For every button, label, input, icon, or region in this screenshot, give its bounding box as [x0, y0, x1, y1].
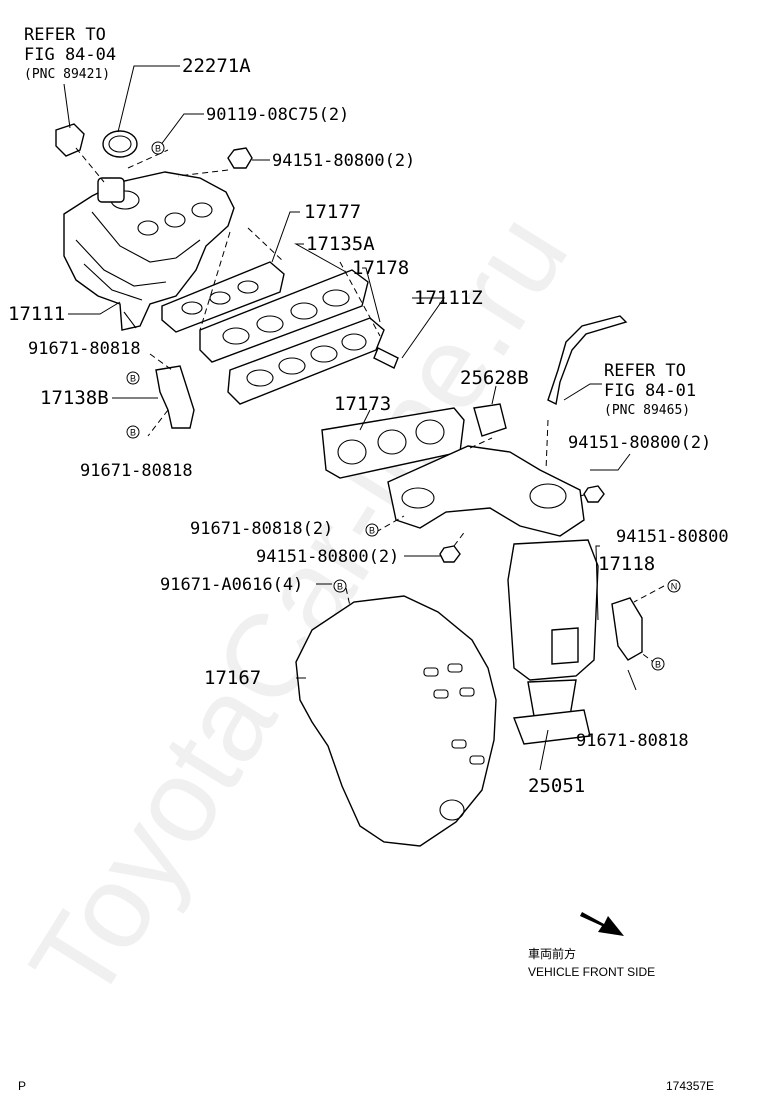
direction-en: VEHICLE FRONT SIDE [528, 965, 655, 979]
ref1-line3: (PNC 89421) [24, 67, 110, 82]
nut-icon [227, 147, 253, 169]
label-90119-08C75: 90119-08C75(2) [206, 105, 349, 125]
direction-arrow-icon [580, 912, 624, 936]
svg-text:B: B [369, 526, 375, 536]
label-94151-80800-mid: 94151-80800(2) [256, 547, 399, 567]
badge-b-91671b: B [126, 425, 140, 439]
svg-text:B: B [655, 660, 661, 670]
label-17178: 17178 [352, 257, 409, 279]
nut-icon [583, 485, 605, 503]
ref1-line1: REFER TO [24, 25, 106, 45]
heat-insulator-17167 [295, 595, 497, 847]
label-17138B: 17138B [40, 387, 109, 409]
exhaust-manifold-17111 [63, 171, 235, 331]
ref1-line2: FIG 84-04 [24, 45, 116, 65]
label-91671-80818-d: 91671-80818 [576, 731, 689, 751]
gasket-ring-22271A [102, 130, 138, 158]
label-91671-80818-b: 91671-80818 [80, 461, 193, 481]
oxygen-sensor [547, 315, 628, 406]
badge-b-91671d: B [651, 657, 665, 671]
flange-25051 [513, 709, 591, 745]
label-25628B: 25628B [460, 367, 529, 389]
ref2-line3: (PNC 89465) [604, 403, 690, 418]
label-91671-80818-a: 91671-80818 [28, 339, 141, 359]
ref2-line2: FIG 84-01 [604, 381, 696, 401]
label-17135A: 17135A [306, 233, 375, 255]
label-94151-80800-top: 94151-80800(2) [272, 151, 415, 171]
badge-b-91671-a0616: B [333, 579, 347, 593]
label-17173: 17173 [334, 393, 391, 415]
bracket-17138B [155, 365, 195, 429]
svg-text:B: B [130, 428, 136, 438]
bracket-17118 [611, 597, 643, 661]
label-91671-A0616: 91671-A0616(4) [160, 575, 303, 595]
svg-text:N: N [671, 582, 678, 592]
label-17111Z: 17111Z [414, 287, 483, 309]
figure-id: 174357E [666, 1079, 714, 1093]
badge-n-94151d: N [667, 579, 681, 593]
label-17177: 17177 [304, 201, 361, 223]
nut-icon [439, 545, 461, 563]
badge-b-91671c: B [365, 523, 379, 537]
badge-b-91671a: B [126, 371, 140, 385]
direction-jp: 車両前方 [528, 946, 576, 961]
exhaust-manifold-converter [387, 445, 599, 745]
svg-text:B: B [130, 374, 136, 384]
gasket-25628B [473, 403, 507, 437]
ref2-line1: REFER TO [604, 361, 686, 381]
stud-17111Z [373, 347, 399, 369]
svg-text:B: B [337, 582, 343, 592]
label-91671-80818-c: 91671-80818(2) [190, 519, 333, 539]
sensor-connector [55, 123, 85, 157]
label-17118: 17118 [598, 553, 655, 575]
badge-b-90119: B [151, 141, 165, 155]
label-17167: 17167 [204, 667, 261, 689]
label-94151-80800-right: 94151-80800(2) [568, 433, 711, 453]
svg-text:B: B [155, 144, 161, 154]
label-22271A: 22271A [182, 55, 251, 77]
corner-mark: P [18, 1079, 26, 1093]
label-25051: 25051 [528, 775, 585, 797]
label-94151-80800-single: 94151-80800 [616, 527, 729, 547]
label-17111: 17111 [8, 303, 65, 325]
